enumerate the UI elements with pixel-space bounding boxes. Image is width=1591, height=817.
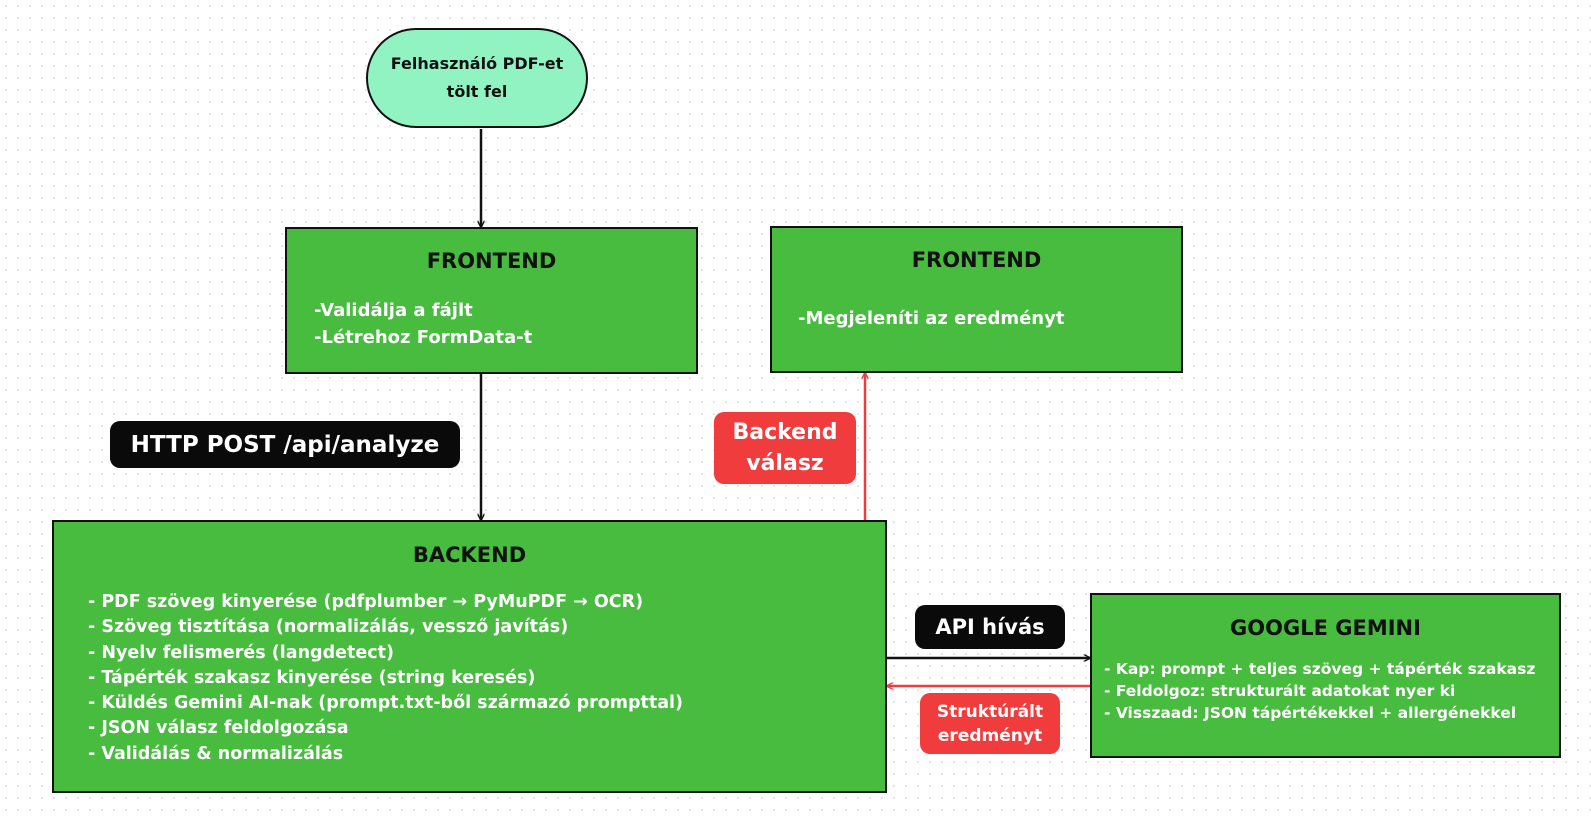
gemini-item: - Feldolgoz: strukturált adatokat nyer k… bbox=[1104, 682, 1456, 700]
frontend-upload-item: -Létrehoz FormData-t bbox=[314, 327, 533, 348]
gemini-item: - Kap: prompt + teljes szöveg + tápérték… bbox=[1104, 660, 1536, 678]
backend-item: - PDF szöveg kinyerése (pdfplumber → PyM… bbox=[88, 592, 644, 612]
backend-response-label: Backend válasz bbox=[714, 412, 856, 484]
frontend-upload-title: FRONTEND bbox=[426, 249, 557, 273]
http-post-label: HTTP POST /api/analyze bbox=[110, 421, 460, 468]
start-node: Felhasználó PDF-et tölt fel bbox=[366, 28, 588, 128]
backend-title: BACKEND bbox=[412, 543, 527, 567]
start-line-2: tölt fel bbox=[446, 82, 508, 101]
start-line-1: Felhasználó PDF-et bbox=[390, 54, 564, 73]
frontend-upload-box: FRONTEND -Validálja a fájlt -Létrehoz Fo… bbox=[285, 227, 698, 374]
backend-response-line-1: Backend bbox=[732, 420, 838, 445]
backend-item: - Küldés Gemini AI-nak (prompt.txt-ből s… bbox=[88, 693, 684, 714]
backend-item: - Nyelv felismerés (langdetect) bbox=[88, 642, 394, 663]
backend-box: BACKEND - PDF szöveg kinyerése (pdfplumb… bbox=[52, 520, 887, 793]
frontend-display-box: FRONTEND -Megjeleníti az eredményt bbox=[770, 226, 1183, 373]
structured-result-line-1: Struktúrált bbox=[936, 701, 1044, 722]
frontend-display-title: FRONTEND bbox=[911, 248, 1042, 272]
frontend-upload-item: -Validálja a fájlt bbox=[314, 300, 473, 321]
backend-item: - Szöveg tisztítása (normalizálás, vessz… bbox=[88, 617, 569, 638]
gemini-box: GOOGLE GEMINI - Kap: prompt + teljes szö… bbox=[1090, 593, 1561, 758]
structured-result-label: Struktúrált eredményt bbox=[920, 693, 1060, 754]
api-call-text: API hívás bbox=[935, 615, 1045, 639]
gemini-item: - Visszaad: JSON tápértékekkel + allergé… bbox=[1104, 704, 1517, 722]
backend-response-line-2: válasz bbox=[746, 451, 824, 476]
frontend-upload-items: -Validálja a fájlt -Létrehoz FormData-t bbox=[314, 297, 696, 351]
backend-item: - Validálás & normalizálás bbox=[88, 743, 344, 764]
frontend-display-item: -Megjeleníti az eredményt bbox=[798, 308, 1065, 329]
gemini-title: GOOGLE GEMINI bbox=[1230, 616, 1421, 640]
api-call-label: API hívás bbox=[915, 605, 1065, 649]
gemini-items: - Kap: prompt + teljes szöveg + tápérték… bbox=[1104, 658, 1559, 724]
structured-result-line-2: eredményt bbox=[937, 725, 1043, 746]
backend-item: - Tápérték szakasz kinyerése (string ker… bbox=[88, 667, 536, 688]
backend-items: - PDF szöveg kinyerése (pdfplumber → PyM… bbox=[88, 590, 885, 767]
backend-item: - JSON válasz feldolgozása bbox=[88, 718, 349, 739]
frontend-display-items: -Megjeleníti az eredményt bbox=[798, 305, 1181, 332]
http-post-text: HTTP POST /api/analyze bbox=[130, 431, 440, 458]
